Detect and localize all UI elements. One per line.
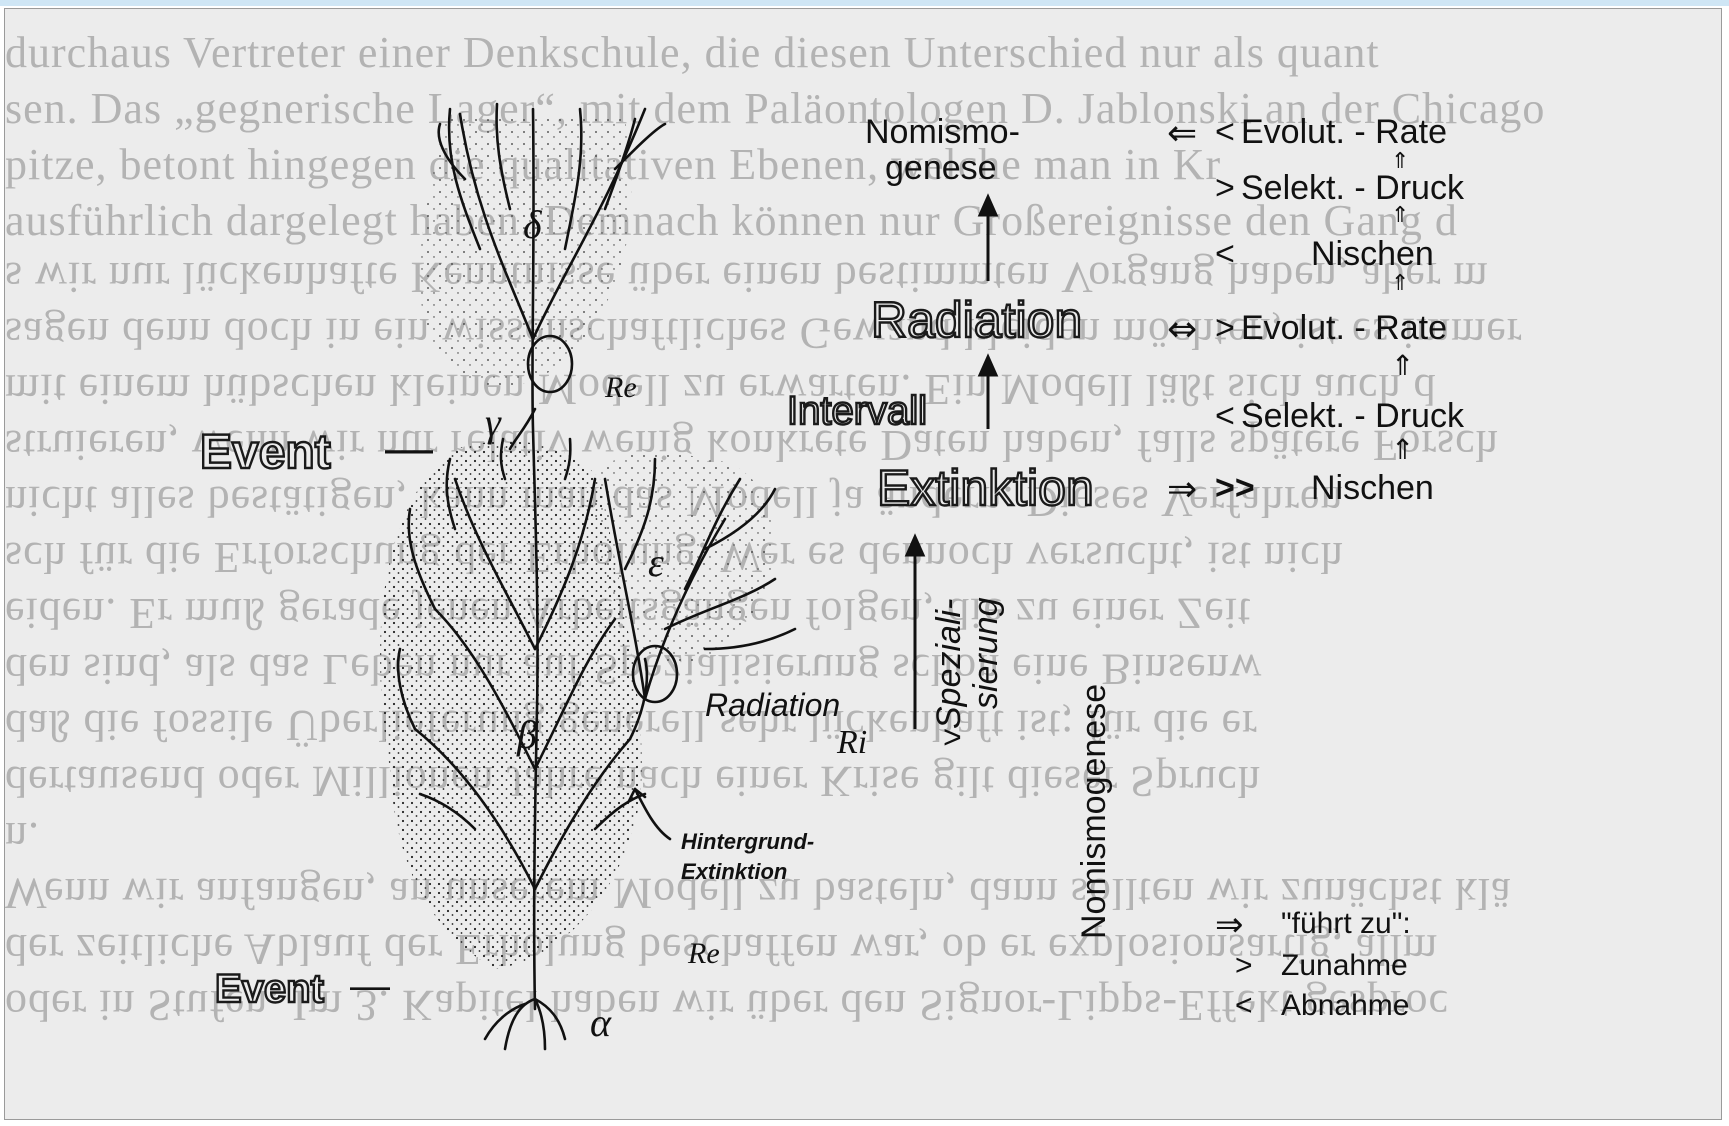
greater-sign: > — [1215, 309, 1235, 348]
nischen-1: Nischen — [1311, 235, 1434, 274]
selekt-druck-2: Selekt. - Druck — [1241, 397, 1464, 436]
event-top-label: Event — [200, 425, 331, 480]
window-top-edge — [0, 0, 1729, 6]
legend-abnahme: Abnahme — [1281, 989, 1409, 1023]
up-double-arrow-icon: ⇑ — [1391, 349, 1414, 382]
up-double-arrow-icon: ⇑ — [1391, 433, 1414, 466]
nomismo-label-2: genese — [885, 149, 997, 188]
phylogeny-drawing — [5, 9, 1722, 1120]
greek-beta: β — [517, 711, 537, 758]
legend-zunahme: Zunahme — [1281, 949, 1408, 983]
nischen-2: Nischen — [1311, 469, 1434, 508]
event-top-dash: — — [385, 421, 433, 476]
re-bottom-label: Re — [688, 937, 720, 971]
selekt-druck-1: Selekt. - Druck — [1241, 169, 1464, 208]
hintergrund-label-1: Hintergrund- — [681, 829, 814, 855]
spezial-label-1: Speziali- — [930, 599, 969, 729]
greater-sign: > — [1215, 169, 1235, 208]
ri-label: Ri — [837, 724, 867, 762]
greek-alpha: α — [590, 999, 611, 1046]
spezial-label-2: sierung — [967, 597, 1006, 709]
intervall-label: Intervall — [787, 389, 927, 434]
less-sign: < — [1215, 235, 1235, 274]
re-top-label: Re — [605, 371, 637, 405]
greek-gamma: γ — [485, 399, 501, 446]
legend-fuehrt-zu: "führt zu": — [1281, 907, 1411, 941]
radiation-tree-label: Radiation — [705, 687, 840, 724]
evolut-rate-2: Evolut. - Rate — [1241, 309, 1447, 348]
nomismogenese-vertical-label: Nomismogenese — [1075, 684, 1114, 939]
up-double-arrow-icon: ⇑ — [1391, 203, 1409, 228]
implies-left-icon: ⇐ — [1167, 113, 1197, 154]
nomismo-label-1: Nomismo- — [865, 113, 1020, 152]
less-sign: < — [1215, 113, 1235, 152]
radiation-flow-label: Radiation — [871, 291, 1082, 349]
greek-delta: δ — [523, 201, 542, 248]
hintergrund-label-2: Extinktion — [681, 859, 787, 885]
legend-less: < — [1235, 989, 1253, 1023]
up-double-arrow-icon: ⇑ — [1391, 271, 1409, 296]
event-bottom-label: Event — [215, 967, 324, 1012]
event-bottom-dash: — — [350, 964, 390, 1009]
scanned-page: durchaus Vertreter einer Denkschule, die… — [4, 8, 1722, 1120]
extinktion-label: Extinktion — [877, 459, 1094, 517]
legend-greater: > — [1235, 949, 1253, 983]
less-sign: < — [1215, 397, 1235, 436]
spezial-mark: > — [943, 719, 962, 756]
implies-right-icon: ⇒ — [1167, 469, 1197, 510]
implies-both-icon: ⇔ — [1167, 309, 1197, 350]
greek-epsilon: ε — [648, 539, 664, 586]
double-greater-sign: >> — [1215, 469, 1255, 508]
evolut-rate-1: Evolut. - Rate — [1241, 113, 1447, 152]
legend-implies-icon: ⇒ — [1215, 905, 1244, 945]
